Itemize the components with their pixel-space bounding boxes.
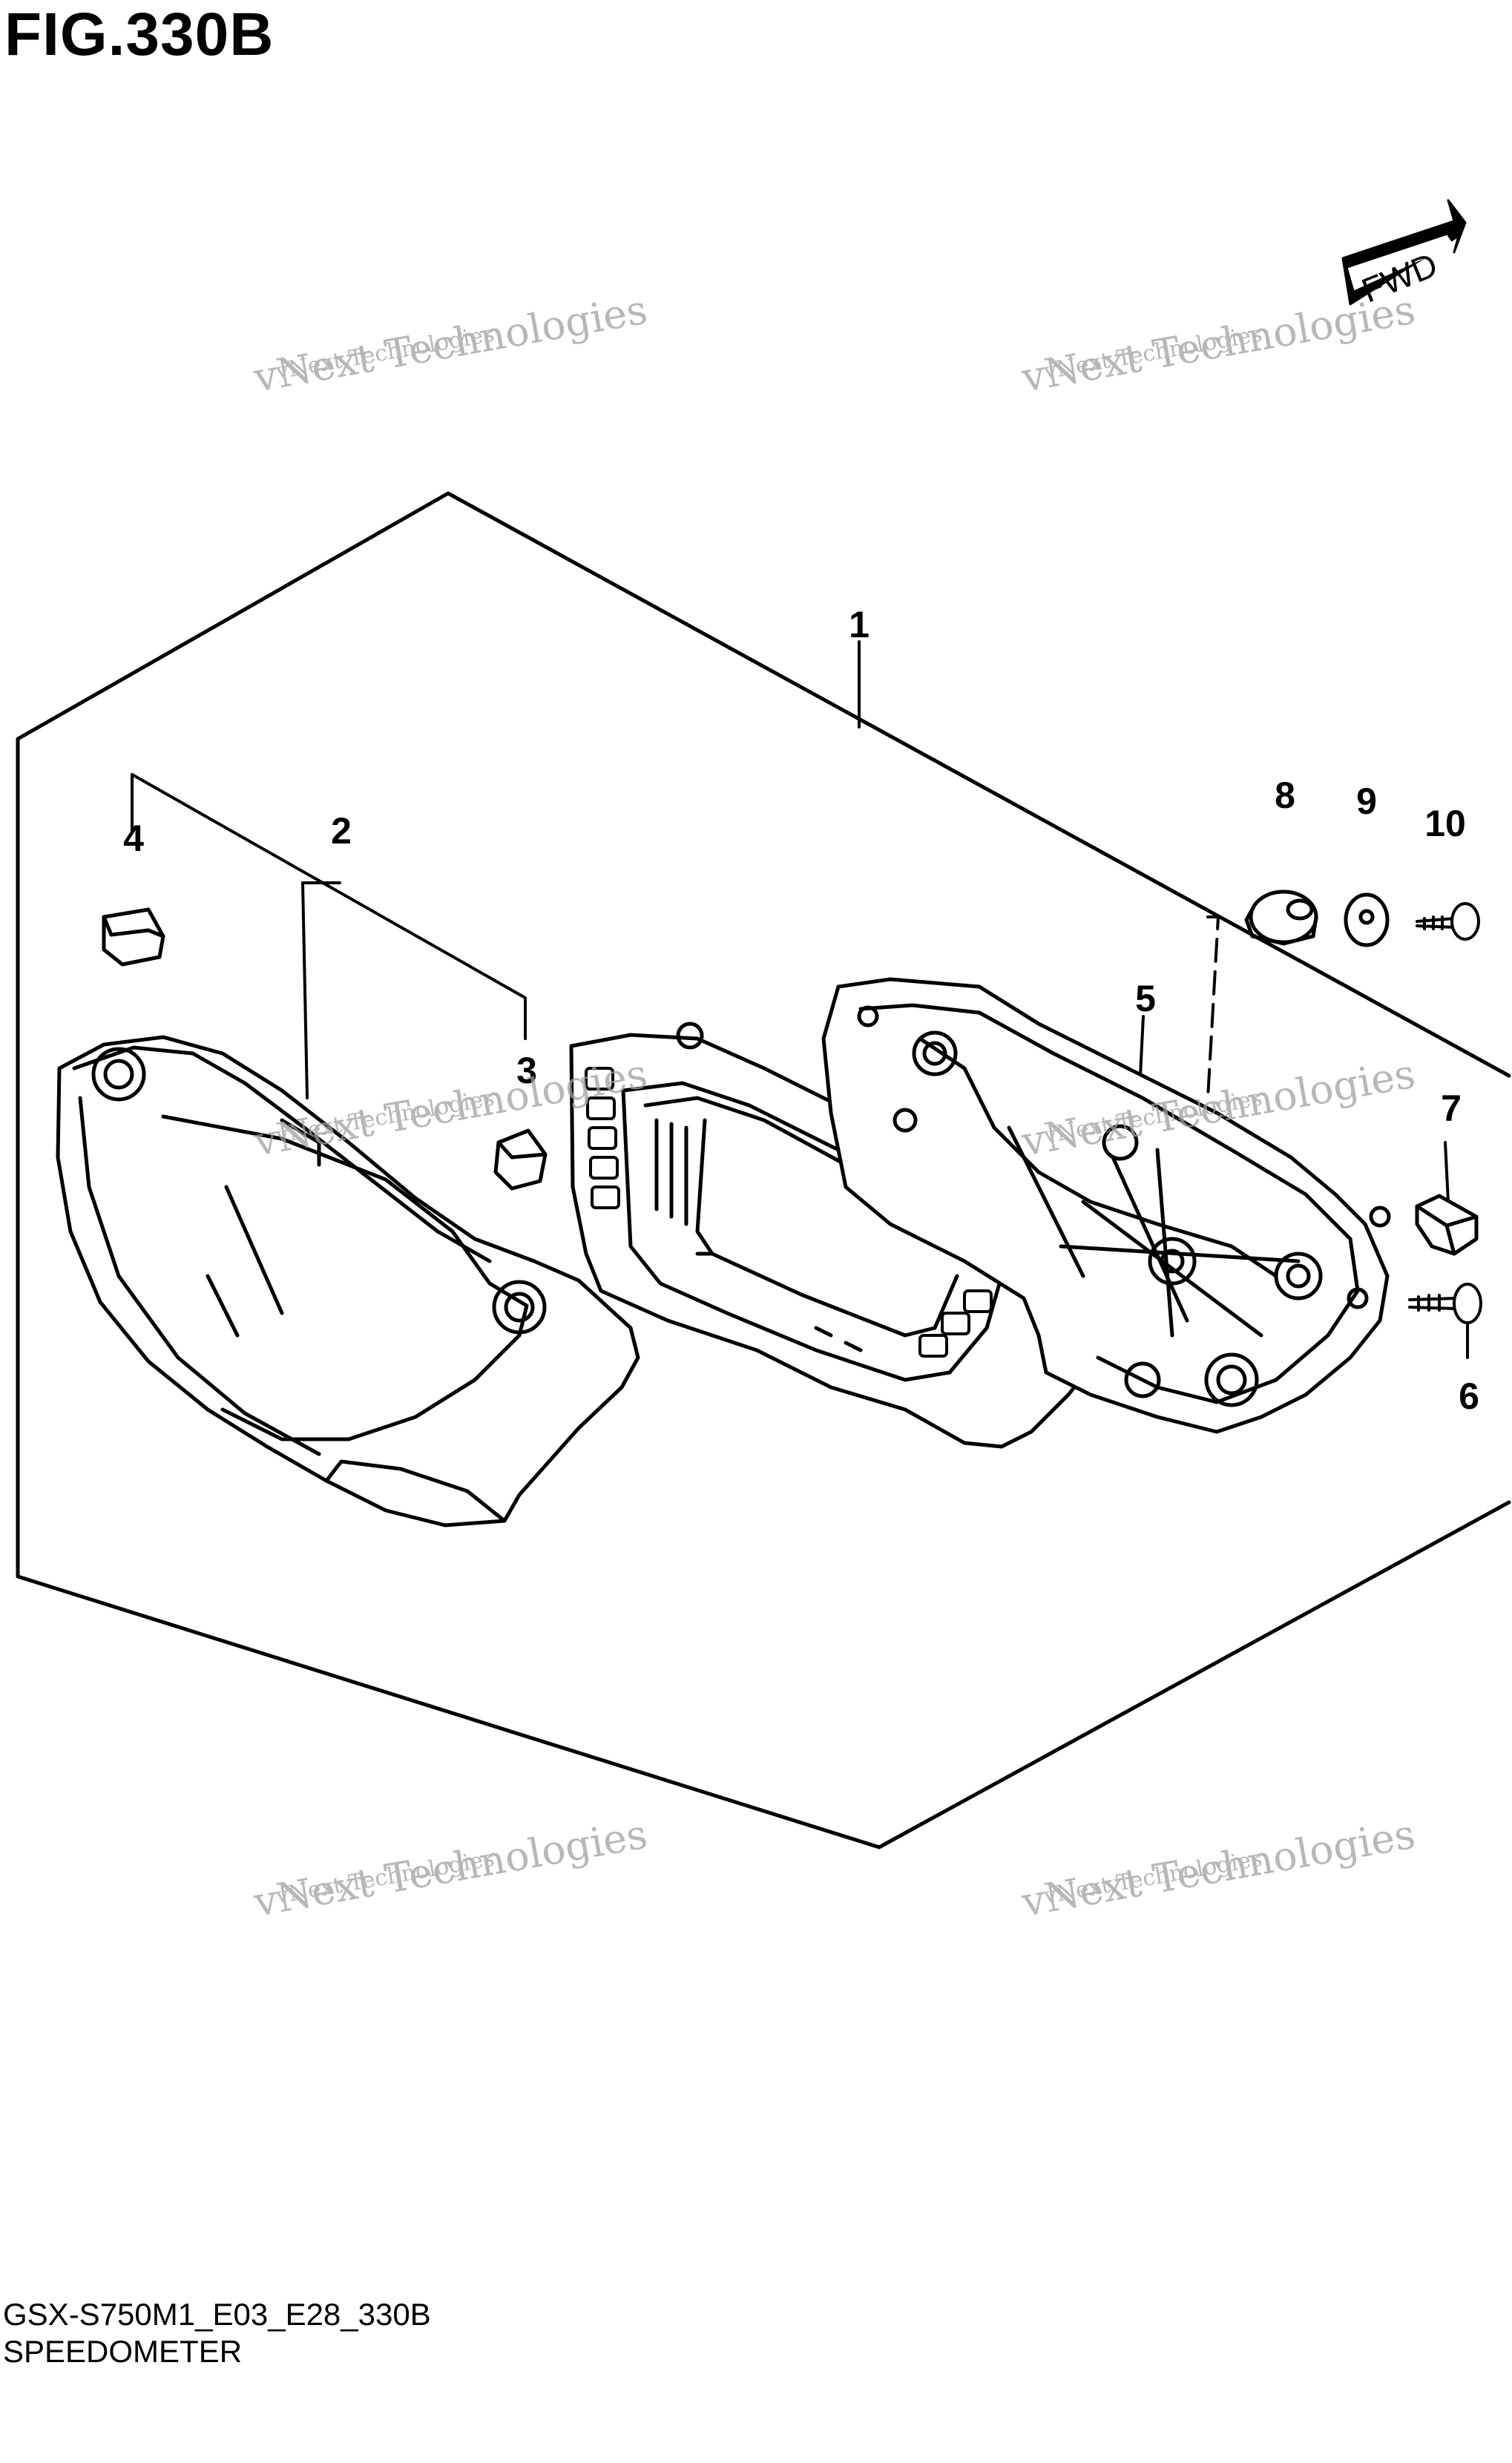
fwd-direction-arrow: FWD bbox=[1341, 199, 1467, 310]
part-5-rear-case bbox=[821, 977, 1391, 1434]
part-8-grommet bbox=[1244, 889, 1318, 946]
callout-6: 6 bbox=[1459, 1375, 1479, 1417]
callout-4: 4 bbox=[123, 818, 144, 859]
leader-lines bbox=[131, 640, 1469, 1359]
callout-7: 7 bbox=[1441, 1088, 1462, 1129]
part-6-screw bbox=[1408, 1283, 1482, 1324]
model-code: GSX-S750M1_E03_E28_330B bbox=[3, 2297, 431, 2332]
part-10-screw bbox=[1416, 902, 1480, 941]
callout-9: 9 bbox=[1356, 780, 1377, 822]
part-2-meter-visor bbox=[56, 1035, 640, 1528]
part-9-washer bbox=[1344, 892, 1390, 947]
figure-title: FIG.330B bbox=[4, 1, 275, 68]
part-4-cap bbox=[102, 907, 165, 967]
callout-5: 5 bbox=[1135, 978, 1156, 1019]
callout-10: 10 bbox=[1424, 803, 1466, 844]
callout-8: 8 bbox=[1275, 775, 1295, 816]
assembly-boundary-frame bbox=[16, 491, 1511, 1849]
section-name: SPEEDOMETER bbox=[3, 2334, 243, 2369]
part-3-cap bbox=[493, 1128, 548, 1191]
part-7-clip-nut bbox=[1415, 1194, 1479, 1256]
callout-1: 1 bbox=[849, 604, 870, 645]
callout-3: 3 bbox=[516, 1050, 537, 1091]
callout-2: 2 bbox=[331, 810, 352, 852]
